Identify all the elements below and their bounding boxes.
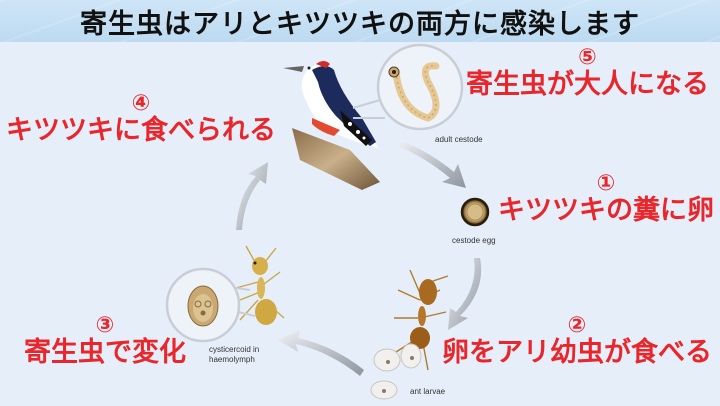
cysticercoid-caption-line2: haemolymph [209,355,255,365]
step-2-label: ② 卵をアリ幼虫が食べる [442,313,712,369]
step-3-label: ③ 寄生虫で変化 [24,313,186,369]
title-bar-texture [0,0,720,42]
adult-cestode-caption: adult cestode [435,135,483,144]
brown-ant-body [410,279,437,349]
page-title: 寄生虫はアリとキツツキの両方に感染します [80,8,640,40]
cycle-arrow-icon [236,140,482,376]
ant-larvae-icon [370,343,422,400]
step-4-label: ④ キツツキに食べられる [6,91,276,147]
step-3-text: 寄生虫で変化 [24,337,186,369]
step-5-label: ⑤ 寄生虫が大人になる [466,45,709,101]
woodpecker-icon [283,61,380,190]
step-1-text: キツツキの糞に卵 [498,195,714,227]
step-4-text: キツツキに食べられる [6,115,276,147]
step-4-number: ④ [131,91,151,116]
yellow-ant-icon [235,245,285,321]
cysticercoid-caption: cysticercoid in haemolymph [209,345,259,366]
lifecycle-diagram [0,42,720,406]
step-2-number: ② [567,313,587,338]
cestode-egg-caption: cestode egg [452,236,496,245]
cestode-egg-icon [460,197,490,227]
step-1-label: ① キツツキの糞に卵 [498,171,714,227]
step-2-text: 卵をアリ幼虫が食べる [442,337,712,369]
ant-larvae-caption: ant larvae [410,387,446,396]
step-3-number: ③ [95,313,115,338]
cysticercoid-icon [165,267,256,343]
step-5-number: ⑤ [578,45,597,70]
title-bar: 寄生虫はアリとキツツキの両方に感染します [0,0,720,42]
step-5-text: 寄生虫が大人になる [466,69,709,101]
yellow-ant-body [252,257,277,325]
adult-cestode-icon [352,43,464,131]
step-1-number: ① [596,171,616,196]
cysticercoid-caption-line1: cysticercoid in [209,345,260,354]
